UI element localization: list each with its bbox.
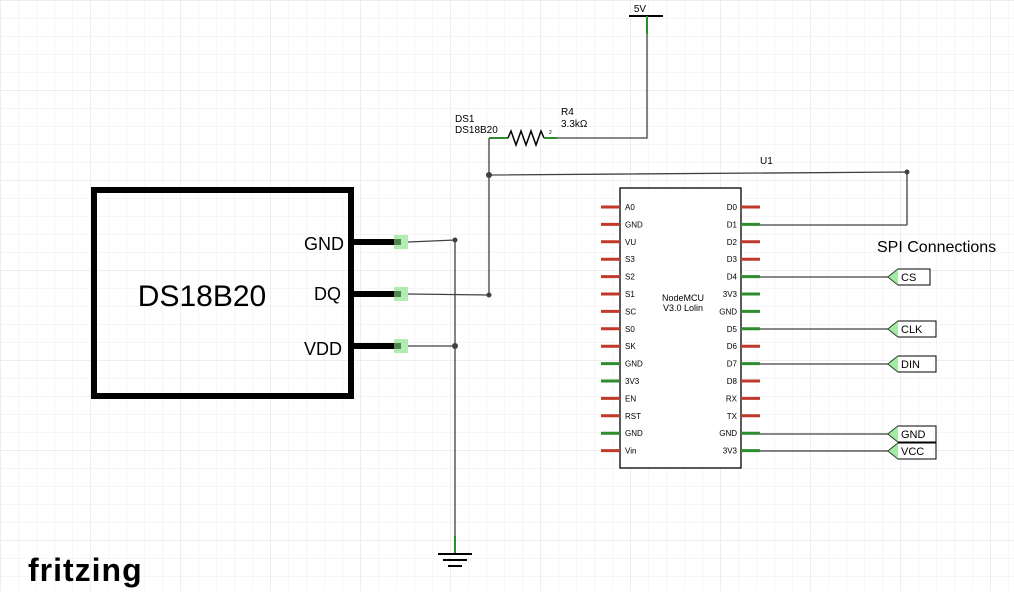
resistor-r4[interactable]: 2: [489, 128, 557, 148]
power-label: 5V: [634, 4, 647, 15]
r4-value: 3.3kΩ: [561, 119, 588, 130]
mcu-right-pin-label-10: D8: [727, 377, 738, 386]
nodemcu-name: NodeMCU: [662, 293, 704, 303]
mcu-left-pin-label-12: RST: [625, 412, 641, 421]
sensor-dq-endpoint[interactable]: [394, 287, 408, 301]
mcu-right-pin-label-14: 3V3: [723, 447, 738, 456]
sensor-vdd-endpoint[interactable]: [394, 339, 408, 353]
junction-bus: [486, 172, 492, 178]
nodemcu-body: [619, 187, 742, 469]
junction-gnd: [452, 237, 458, 243]
mcu-right-pin-label-11: RX: [726, 394, 738, 403]
spi-net-label-text: CLK: [901, 324, 923, 336]
spi-net-label-shape: [887, 355, 937, 373]
mcu-right-pin-label-9: D7: [727, 360, 738, 369]
mcu-left-pin-label-11: EN: [625, 394, 636, 403]
mcu-left-pin-label-8: SK: [625, 342, 636, 351]
ds18b20-sensor-symbol[interactable]: DS18B20 GND DQ VDD: [91, 187, 408, 399]
spi-net-label-clk[interactable]: CLK: [887, 320, 937, 338]
spi-net-label-text: CS: [901, 272, 916, 284]
spi-net-label-cs[interactable]: CS: [887, 268, 931, 286]
spi-net-label-gnd[interactable]: GND: [887, 425, 937, 443]
mcu-right-pin-label-6: GND: [719, 307, 737, 316]
mcu-left-pin-label-6: SC: [625, 307, 636, 316]
ds1-ref: DS1: [455, 114, 475, 125]
spi-net-label-shape: [887, 320, 937, 338]
resistor-pin-mark: 2: [549, 130, 552, 136]
mcu-left-pin-label-2: VU: [625, 238, 636, 247]
sensor-pin-vdd-label: VDD: [304, 339, 342, 359]
mcu-right-pin-label-4: D4: [727, 273, 738, 282]
mcu-left-pin-label-9: GND: [625, 360, 643, 369]
mcu-left-pin-label-3: S3: [625, 255, 635, 264]
spi-net-label-din[interactable]: DIN: [887, 355, 937, 373]
wire-5v: [557, 34, 648, 139]
spi-net-label-text: GND: [901, 429, 926, 441]
r4-ref: R4: [561, 107, 574, 118]
mcu-left-pin-label-10: 3V3: [625, 377, 640, 386]
spi-net-label-endpoint: [888, 443, 898, 459]
spi-net-label-endpoint: [888, 426, 898, 442]
power-5v-symbol[interactable]: 5V: [629, 4, 663, 34]
spi-net-label-endpoint: [888, 321, 898, 337]
spi-wires: [760, 224, 907, 452]
mcu-right-pin-label-3: D3: [727, 255, 738, 264]
mcu-left-pin-label-4: S2: [625, 273, 635, 282]
mcu-left-pin-label-5: S1: [625, 290, 635, 299]
junction-dq: [486, 292, 492, 298]
spi-net-label-shape: [887, 442, 937, 460]
mcu-left-pin-label-0: A0: [625, 203, 635, 212]
ds1-part: DS18B20: [455, 125, 498, 136]
ground-icon[interactable]: [438, 536, 472, 567]
nodemcu-version: V3.0 Lolin: [663, 303, 703, 313]
mcu-right-pin-label-7: D5: [727, 325, 738, 334]
mcu-left-pin-label-1: GND: [625, 220, 643, 229]
sensor-gnd-endpoint[interactable]: [394, 235, 408, 249]
mcu-left-pin-label-14: Vin: [625, 447, 636, 456]
mcu-right-pin-label-2: D2: [727, 238, 738, 247]
mcu-right-pin-label-0: D0: [727, 203, 738, 212]
u1-ref: U1: [760, 156, 773, 167]
mcu-right-pin-label-12: TX: [727, 412, 738, 421]
mcu-left-pin-label-13: GND: [625, 429, 643, 438]
spi-net-label-text: DIN: [901, 359, 920, 371]
spi-net-label-shape: [887, 268, 931, 286]
sensor-pin-dq-label: DQ: [314, 284, 341, 304]
junction-bus-right: [904, 169, 910, 175]
sensor-label: DS18B20: [138, 280, 266, 313]
spi-net-label-endpoint: [888, 356, 898, 372]
spi-net-label-endpoint: [888, 269, 898, 285]
junction-vdd: [452, 343, 458, 349]
mcu-right-pin-label-1: D1: [727, 220, 738, 229]
mcu-left-pin-label-7: S0: [625, 325, 635, 334]
fritzing-watermark: fritzing: [28, 552, 143, 588]
sensor-pin-gnd-label: GND: [304, 234, 344, 254]
mcu-right-pin-label-5: 3V3: [723, 290, 738, 299]
spi-net-label-shape: [887, 425, 937, 443]
spi-net-label-text: VCC: [901, 446, 924, 458]
mcu-right-pin-label-8: D6: [727, 342, 738, 351]
spi-title: SPI Connections: [877, 239, 996, 256]
mcu-right-pin-label-13: GND: [719, 429, 737, 438]
spi-net-label-vcc[interactable]: VCC: [887, 442, 937, 460]
